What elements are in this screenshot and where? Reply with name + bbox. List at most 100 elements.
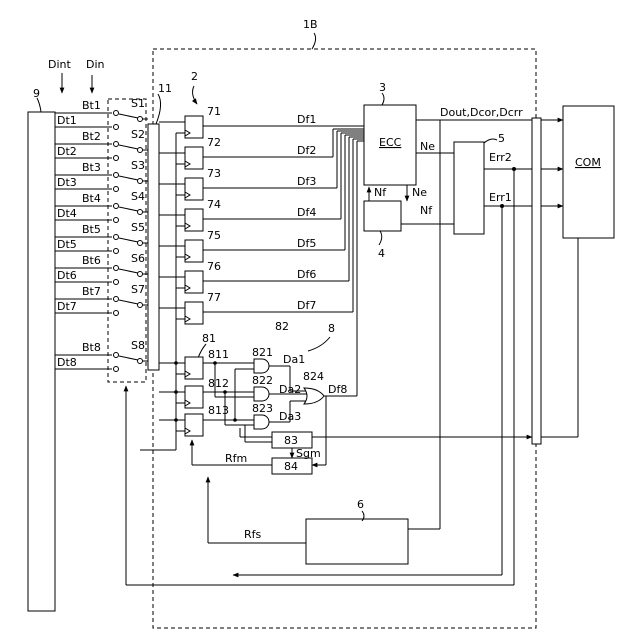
switch-blade-1 [119,114,138,118]
switch-pivot-8 [138,359,143,364]
junction-gate-2 [223,390,227,394]
register-81-label: 81 [202,332,216,345]
and-gate-821 [254,359,269,373]
block-6-label: 6 [357,498,364,511]
bus-11-label: 11 [158,82,172,95]
nf2-label: Nf [420,204,433,217]
nf-label: Nf [374,186,387,199]
switch-blade-7 [119,300,138,304]
da3-label: Da3 [279,410,301,423]
block-4 [364,201,401,231]
reg-label-4: 74 [207,198,221,211]
switch-contact-bottom-5 [114,249,119,254]
com-label: COM [575,156,601,169]
input-bus-11 [148,124,159,370]
switch-contact-top-5 [114,235,119,240]
gate-821-label: 821 [252,346,273,359]
switch-pivot-3 [138,179,143,184]
labels: 1B 9 Dint Din 11 2 ECC 3 4 5 6 8 81 82 8… [33,18,601,541]
switch-label-4: S4 [131,190,145,203]
rfm-label: Rfm [225,452,247,465]
block-9-label: 9 [33,87,40,100]
bt-label-4: Bt4 [82,192,101,205]
switch-label-8: S8 [131,339,145,352]
switch-blade-8 [119,356,138,360]
ne-label: Ne [420,140,435,153]
switch-pivot-5 [138,241,143,246]
switch-contact-bottom-8 [114,367,119,372]
and-gate-823 [254,415,269,429]
junction-813 [174,418,178,422]
switch-pivot-2 [138,148,143,153]
switch-pivot-7 [138,303,143,308]
block-5-label: 5 [498,132,505,145]
dt-label-1: Dt1 [57,114,77,127]
switch-contact-top-2 [114,142,119,147]
reg-label-2: 72 [207,136,221,149]
ecc-number-label: 3 [379,81,386,94]
df-label-6: Df6 [297,268,316,281]
dt-label-3: Dt3 [57,176,77,189]
input-channels: Bt1Dt1S1Bt2Dt2S2Bt3Dt3S3Bt4Dt4S4Bt5Dt5S5… [55,97,148,372]
gate-822-label: 822 [252,374,273,387]
switch-label-2: S2 [131,128,145,141]
block-4-label: 4 [378,247,385,260]
and-gate-822 [254,387,269,401]
err1-label: Err1 [489,191,512,204]
dt-label-8: Dt8 [57,356,77,369]
switch-pivot-4 [138,210,143,215]
df-label-1: Df1 [297,113,316,126]
switch-contact-bottom-4 [114,218,119,223]
df-label-4: Df4 [297,206,316,219]
bt-label-7: Bt7 [82,285,101,298]
switch-contact-bottom-3 [114,187,119,192]
reg-label-5: 75 [207,229,221,242]
switch-blade-3 [119,176,138,180]
switch-contact-bottom-1 [114,125,119,130]
register-811-label: 811 [208,348,229,361]
reg-label-6: 76 [207,260,221,273]
gate-824-label: 824 [303,370,324,383]
switch-label-3: S3 [131,159,145,172]
switch-label-6: S6 [131,252,145,265]
voter-8-label: 8 [328,322,335,335]
dt-label-5: Dt5 [57,238,77,251]
block-6 [306,519,408,564]
or-gate-824 [304,388,324,404]
switch-contact-top-6 [114,266,119,271]
switch-pivot-6 [138,272,143,277]
block-5 [454,142,484,234]
sgm-label: Sgm [296,447,321,460]
df-label-2: Df2 [297,144,316,157]
block-83-label: 83 [284,434,298,447]
bt-label-3: Bt3 [82,161,101,174]
figure-label: 1B [303,18,318,31]
switch-contact-top-3 [114,173,119,178]
group-2-label: 2 [191,70,198,83]
switch-label-1: S1 [131,97,145,110]
switch-pivot-1 [138,117,143,122]
bt-label-6: Bt6 [82,254,101,267]
switch-contact-bottom-2 [114,156,119,161]
df-label-5: Df5 [297,237,316,250]
junction-811 [174,361,178,365]
switch-blade-5 [119,238,138,242]
reg-label-1: 71 [207,105,221,118]
err2-label: Err2 [489,151,512,164]
switch-contact-top-7 [114,297,119,302]
block-84-label: 84 [284,460,298,473]
bt-label-1: Bt1 [82,99,101,112]
gate-82-label: 82 [275,320,289,333]
junction-812 [174,390,178,394]
df8-label: Df8 [328,383,347,396]
df-label-3: Df3 [297,175,316,188]
dint-label: Dint [48,58,71,71]
dt-label-7: Dt7 [57,300,77,313]
switch-contact-top-8 [114,353,119,358]
dt-label-6: Dt6 [57,269,77,282]
din-label: Din [86,58,105,71]
bt-label-2: Bt2 [82,130,101,143]
switch-contact-top-4 [114,204,119,209]
bt-label-5: Bt5 [82,223,101,236]
